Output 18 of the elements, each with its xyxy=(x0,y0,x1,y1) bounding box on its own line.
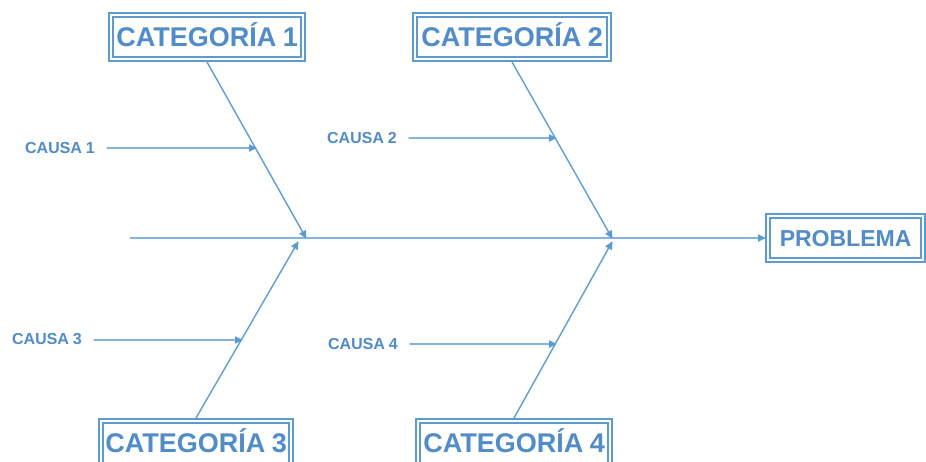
cause-label: CAUSA 4 xyxy=(328,335,398,355)
category-box: CATEGORÍA 3 xyxy=(98,418,294,462)
cause-label: CAUSA 3 xyxy=(12,330,82,350)
category-box: CATEGORÍA 4 xyxy=(415,418,613,462)
category-box: CATEGORÍA 2 xyxy=(412,12,612,62)
arrow xyxy=(94,336,243,344)
arrow xyxy=(195,241,299,418)
arrow xyxy=(106,144,257,152)
arrow xyxy=(206,62,307,239)
arrow xyxy=(410,340,557,348)
cause-label: CAUSA 2 xyxy=(327,129,397,149)
arrow xyxy=(513,241,613,418)
arrow xyxy=(130,234,766,242)
category-box: CATEGORÍA 1 xyxy=(108,12,306,62)
arrow xyxy=(408,134,557,142)
problem-box: PROBLEMA xyxy=(765,213,926,263)
arrow xyxy=(511,62,613,239)
cause-label: CAUSA 1 xyxy=(25,139,95,159)
